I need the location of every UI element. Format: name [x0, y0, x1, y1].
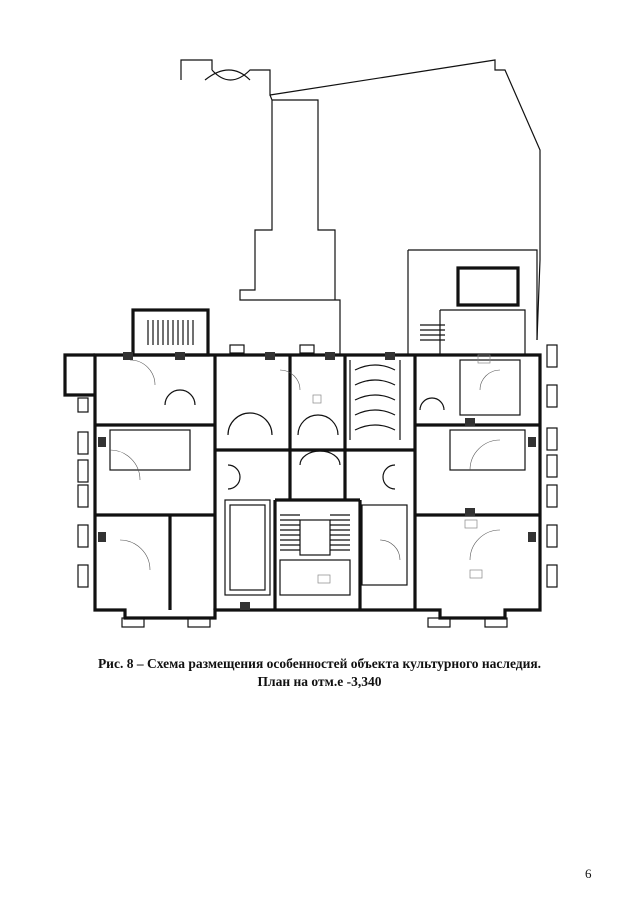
floor-plan-drawing — [63, 59, 558, 628]
courtyard-outline — [180, 59, 541, 341]
stair-treads — [147, 320, 194, 345]
markers — [312, 354, 491, 584]
left-annex — [63, 353, 95, 397]
right-stair-treads — [420, 324, 445, 341]
central-stair — [280, 514, 350, 551]
vault-lines — [354, 364, 396, 431]
stair-tower — [131, 308, 210, 357]
hatched-features — [98, 352, 536, 610]
outer-wall — [93, 353, 542, 620]
door-swings — [109, 359, 501, 571]
right-annex-rooms — [439, 309, 526, 355]
figure-caption-line2: План на отм.е -3,340 — [257, 674, 382, 689]
arches — [164, 69, 445, 490]
figure-caption-line1: Рис. 8 – Схема размещения особенностей о… — [97, 656, 542, 671]
right-annex-block — [456, 266, 520, 307]
side-windows — [77, 344, 558, 628]
annex-outline — [407, 249, 538, 355]
courtyard-step-wall — [239, 94, 341, 355]
interior-walls — [95, 355, 540, 610]
page-number: 6 — [585, 866, 592, 881]
